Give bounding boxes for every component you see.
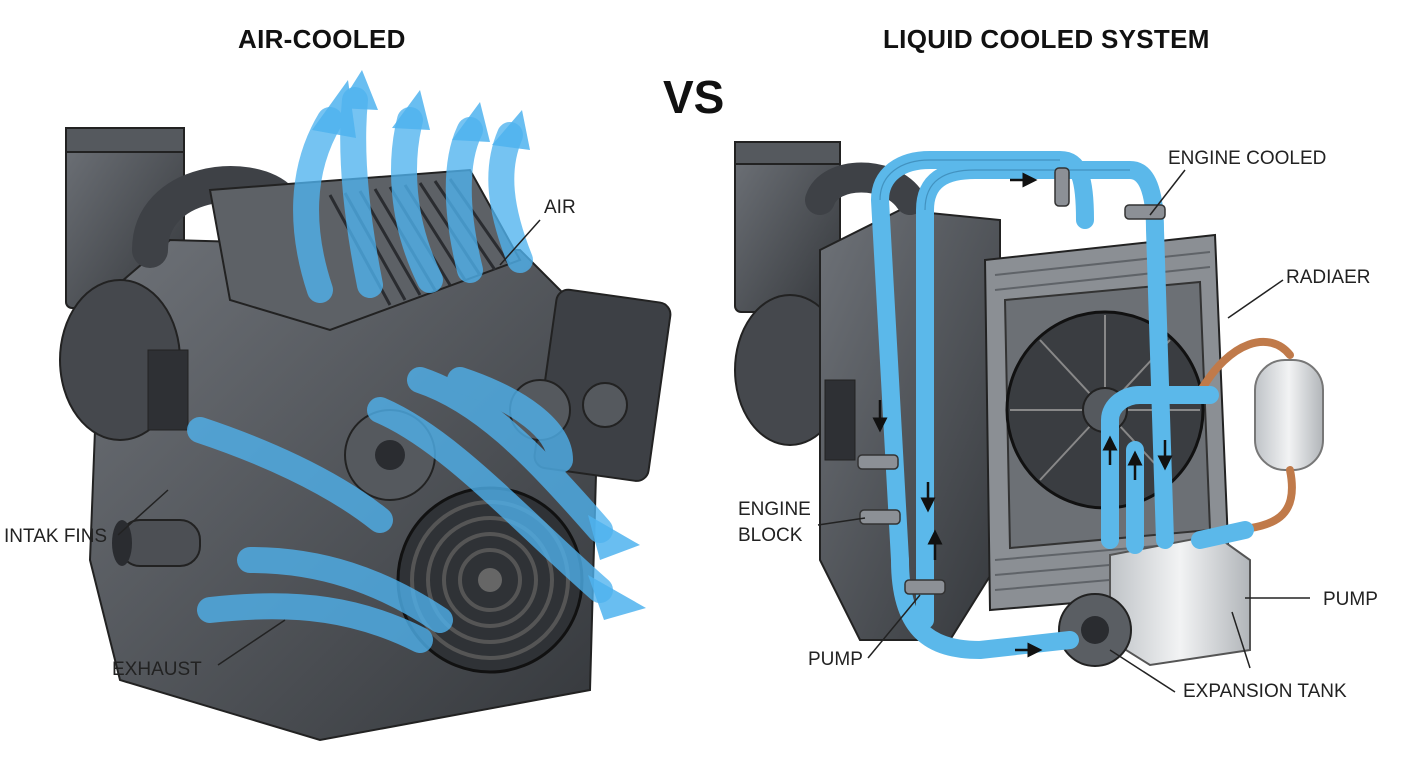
label-air: AIR [544, 197, 576, 218]
airflow-arrows [187, 87, 613, 653]
label-radiator: RADIAER [1286, 267, 1371, 288]
label-engine-cooled: ENGINE COOLED [1168, 148, 1327, 169]
label-expansion-tank: EXPANSION TANK [1183, 681, 1347, 702]
left-leader-lines [117, 219, 541, 666]
reservoir-cylinder [1254, 359, 1324, 471]
vs-label: VS [663, 71, 725, 123]
pipe-clamps [857, 167, 1166, 595]
label-engine-block-line2: BLOCK [738, 525, 803, 546]
label-exhaust: EXHAUST [112, 659, 202, 680]
liquid-cooled-engine [734, 141, 1324, 667]
label-intake-fins: INTAK FINS [4, 526, 108, 547]
label-engine-block-line1: ENGINE [738, 499, 811, 520]
air-cooled-title: AIR-COOLED [238, 24, 406, 54]
expansion-tank-box [1109, 533, 1251, 667]
label-pump-bottom: PUMP [808, 649, 863, 670]
right-leader-lines [817, 169, 1310, 693]
liquid-cooled-title: LIQUID COOLED SYSTEM [883, 24, 1210, 54]
airflow-arrowheads [312, 70, 646, 620]
label-pump-right: PUMP [1323, 589, 1378, 610]
flow-direction-arrows [872, 172, 1173, 658]
